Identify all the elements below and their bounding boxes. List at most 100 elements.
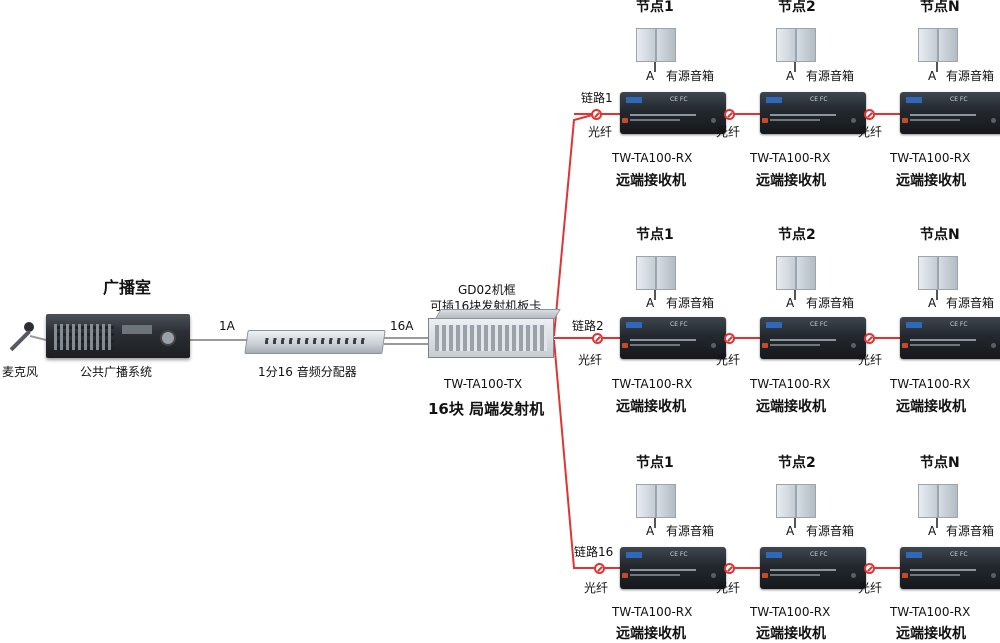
microphone-icon xyxy=(6,322,36,352)
fiber-connector-icon xyxy=(724,563,735,574)
node-2-label: 节点2 xyxy=(778,455,816,471)
fiber-label: 光纤 xyxy=(584,581,609,595)
rx-model-label: TW-TA100-RX xyxy=(890,605,971,619)
rx-title: 远端接收机 xyxy=(756,399,826,415)
rx-title: 远端接收机 xyxy=(616,173,686,189)
fiber-connector-icon xyxy=(864,333,875,344)
fiber-label: 光纤 xyxy=(858,581,883,595)
fiber-connector-icon xyxy=(864,563,875,574)
speaker-label: 有源音箱 xyxy=(666,296,715,310)
fiber-label: 光纤 xyxy=(716,125,741,139)
speaker-label: 有源音箱 xyxy=(806,296,855,310)
speaker-icon xyxy=(636,28,676,72)
rx-model-label: TW-TA100-RX xyxy=(890,151,971,165)
distributor-label: 1分16 音频分配器 xyxy=(258,365,357,379)
rx-device: CE FC xyxy=(900,317,1000,359)
speaker-icon xyxy=(776,28,816,72)
link-label-16: 链路16 xyxy=(574,545,614,559)
rx-model-label: TW-TA100-RX xyxy=(890,377,971,391)
fiber-label: 光纤 xyxy=(716,353,741,367)
audio-port-label: A xyxy=(646,524,655,538)
rx-device: CE FC xyxy=(760,92,866,134)
fiber-label: 光纤 xyxy=(588,125,613,139)
rx-model-label: TW-TA100-RX xyxy=(612,151,693,165)
speaker-label: 有源音箱 xyxy=(666,524,715,538)
fiber-trunk-link-1 xyxy=(553,113,597,337)
rx-title: 远端接收机 xyxy=(896,173,966,189)
speaker-icon xyxy=(918,256,958,300)
cable-mic-to-pa xyxy=(29,335,47,341)
tx-chassis-device xyxy=(428,309,561,358)
rx-model-label: TW-TA100-RX xyxy=(612,605,693,619)
rx-model-label: TW-TA100-RX xyxy=(750,151,831,165)
tx-title: 16块 局端发射机 xyxy=(428,400,545,418)
speaker-label: 有源音箱 xyxy=(806,524,855,538)
rx-model-label: TW-TA100-RX xyxy=(750,605,831,619)
node-n-label: 节点N xyxy=(920,0,960,15)
speaker-label: 有源音箱 xyxy=(946,524,995,538)
microphone-label: 麦克风 xyxy=(2,365,39,379)
fiber-connector-icon xyxy=(592,333,603,344)
node-1-label: 节点1 xyxy=(636,455,674,471)
speaker-label: 有源音箱 xyxy=(666,69,715,83)
rx-device: CE FC xyxy=(760,317,866,359)
rx-device: CE FC xyxy=(620,317,726,359)
audio-port-label: A xyxy=(786,296,795,310)
speaker-label: 有源音箱 xyxy=(946,296,995,310)
speaker-icon xyxy=(776,484,816,528)
audio-distributor-device xyxy=(244,330,386,354)
link-1a-label: 1A xyxy=(219,319,235,333)
audio-port-label: A xyxy=(928,524,937,538)
speaker-icon xyxy=(918,484,958,528)
rx-device: CE FC xyxy=(760,547,866,589)
rx-device: CE FC xyxy=(900,547,1000,589)
rx-title: 远端接收机 xyxy=(896,399,966,415)
speaker-label: 有源音箱 xyxy=(946,69,995,83)
rx-title: 远端接收机 xyxy=(756,173,826,189)
fiber-label: 光纤 xyxy=(858,353,883,367)
fiber-trunk-link-16 xyxy=(553,339,620,569)
audio-port-label: A xyxy=(646,296,655,310)
audio-port-label: A xyxy=(928,69,937,83)
node-n-label: 节点N xyxy=(920,455,960,471)
link-label-2: 链路2 xyxy=(572,319,604,333)
link-label-1: 链路1 xyxy=(581,91,613,105)
pa-system-label: 公共广播系统 xyxy=(80,365,153,379)
audio-port-label: A xyxy=(786,524,795,538)
fiber-connector-icon xyxy=(594,563,605,574)
fiber-label: 光纤 xyxy=(858,125,883,139)
audio-port-label: A xyxy=(786,69,795,83)
rx-title: 远端接收机 xyxy=(616,399,686,415)
audio-port-label: A xyxy=(928,296,937,310)
tx-model-label: TW-TA100-TX xyxy=(444,377,523,391)
rx-device: CE FC xyxy=(620,547,726,589)
fiber-connector-icon xyxy=(724,333,735,344)
rx-device: CE FC xyxy=(900,92,1000,134)
speaker-icon xyxy=(636,484,676,528)
fiber-connector-icon xyxy=(591,109,602,120)
node-1-label: 节点1 xyxy=(636,227,674,243)
node-2-label: 节点2 xyxy=(778,0,816,15)
fiber-connector-icon xyxy=(724,109,735,120)
speaker-icon xyxy=(776,256,816,300)
node-2-label: 节点2 xyxy=(778,227,816,243)
pa-system-device xyxy=(46,314,190,358)
rx-title: 远端接收机 xyxy=(756,626,826,642)
rx-model-label: TW-TA100-RX xyxy=(750,377,831,391)
tx-chassis-label: GD02机框 xyxy=(458,283,516,297)
fiber-connector-icon xyxy=(864,109,875,120)
node-1-label: 节点1 xyxy=(636,0,674,15)
rx-model-label: TW-TA100-RX xyxy=(612,377,693,391)
link-16a-label: 16A xyxy=(390,319,414,333)
rx-title: 远端接收机 xyxy=(616,626,686,642)
speaker-label: 有源音箱 xyxy=(806,69,855,83)
audio-port-label: A xyxy=(646,69,655,83)
rx-title: 远端接收机 xyxy=(896,626,966,642)
fiber-label: 光纤 xyxy=(578,353,603,367)
broadcast-room-title: 广播室 xyxy=(103,278,152,297)
rx-device: CE FC xyxy=(620,92,726,134)
speaker-icon xyxy=(636,256,676,300)
speaker-icon xyxy=(918,28,958,72)
node-n-label: 节点N xyxy=(920,227,960,243)
